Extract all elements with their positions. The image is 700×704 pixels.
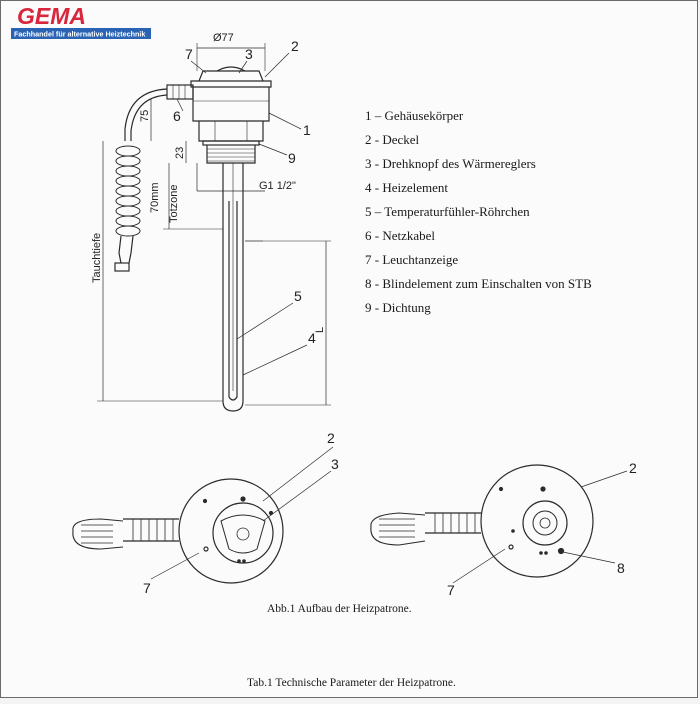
top-view-with-knob: [72, 446, 334, 584]
top-view-without-knob: [370, 464, 628, 584]
legend-item-6: 6 - Netzkabel: [365, 228, 435, 243]
tagline-band: [11, 28, 151, 39]
legend-item-4: 4 - Heizelement: [365, 180, 448, 195]
callout-left-7: 7: [143, 580, 151, 596]
callout-left-2: 2: [327, 430, 335, 446]
callout-front-7: 7: [185, 46, 193, 62]
legend-item-1: 1 – Gehäusekörper: [365, 108, 464, 123]
table-caption: Tab.1 Technische Parameter der Heizpatro…: [247, 677, 456, 689]
dim-cable-length: 75: [139, 110, 151, 122]
dim-diameter: Ø77: [213, 32, 234, 44]
legend-item-7: 7 - Leuchtanzeige: [365, 252, 458, 267]
dim-dead-zone-length: 70mm: [149, 182, 161, 213]
legend: 1 – Gehäusekörper 2 - Deckel 3 - Drehkno…: [365, 108, 592, 315]
legend-item-9: 9 - Dichtung: [365, 300, 431, 315]
callout-front-1: 1: [303, 122, 311, 138]
dim-immersion-depth: Tauchtiefe: [91, 233, 103, 283]
callout-right-7: 7: [447, 582, 455, 598]
logo-text: GEMA: [17, 3, 86, 29]
coiled-cable: [115, 145, 141, 237]
callout-front-3: 3: [245, 46, 253, 62]
dim-thread-length: 23: [174, 147, 186, 159]
callout-front-5: 5: [294, 288, 302, 304]
gema-logo: GEMA Fachhandel für alternative Heiztech…: [11, 3, 151, 39]
front-view-drawing: [97, 43, 331, 412]
callout-left-3: 3: [331, 456, 339, 472]
legend-item-8: 8 - Blindelement zum Einschalten von STB: [365, 276, 592, 291]
legend-item-5: 5 – Temperaturfühler-Röhrchen: [365, 204, 530, 219]
logo-tagline: Fachhandel für alternative Heiztechnik: [14, 30, 145, 39]
callout-front-6: 6: [173, 108, 181, 124]
callout-right-2: 2: [629, 460, 637, 476]
callout-right-8: 8: [617, 560, 625, 576]
dim-length: L: [314, 327, 326, 333]
figure-caption: Abb.1 Aufbau der Heizpatrone.: [267, 603, 412, 615]
callout-front-2: 2: [291, 38, 299, 54]
callout-front-4: 4: [308, 330, 316, 346]
legend-item-2: 2 - Deckel: [365, 132, 420, 147]
callout-front-9: 9: [288, 150, 296, 166]
dim-thread: G1 1/2": [259, 180, 296, 192]
dim-dead-zone-label: Totzone: [168, 184, 180, 223]
legend-item-3: 3 - Drehknopf des Wärmereglers: [365, 156, 536, 171]
